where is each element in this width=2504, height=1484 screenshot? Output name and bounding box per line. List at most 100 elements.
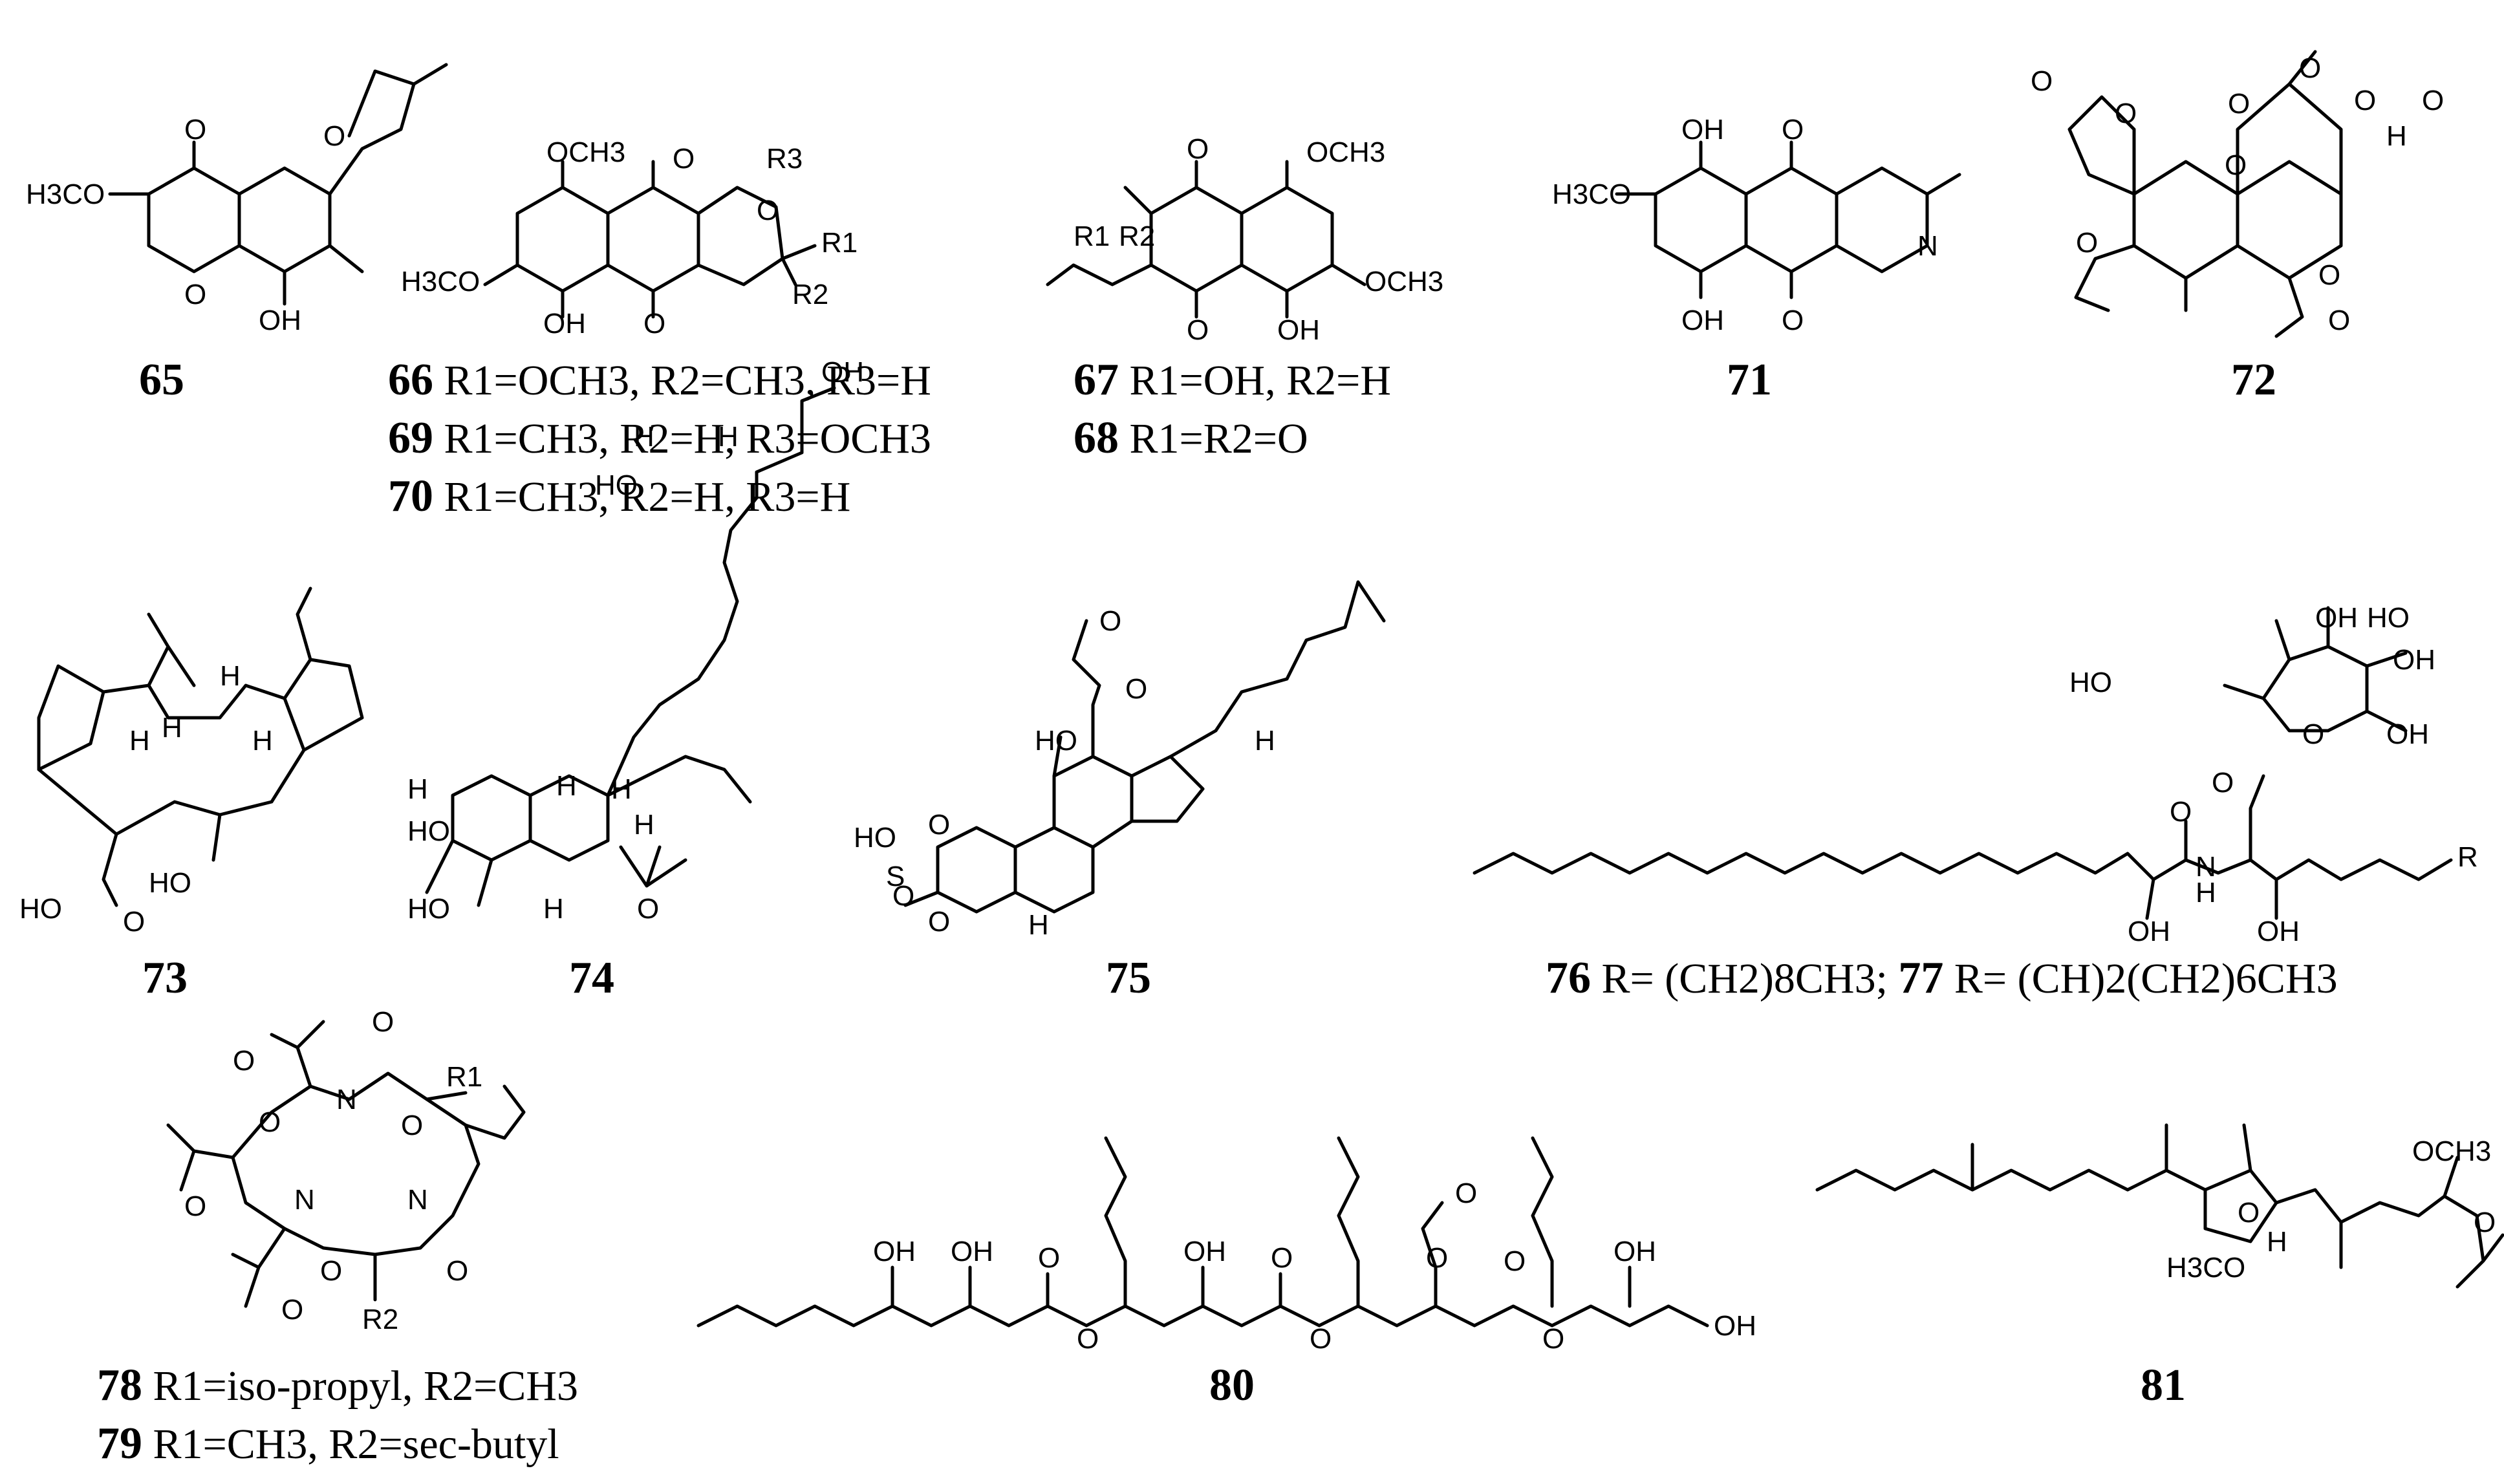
compound-71: OH O H3CO N OH O 71	[1552, 114, 1961, 405]
atom-label: O	[1038, 1242, 1060, 1274]
atom-label: O	[2076, 227, 2098, 259]
compound-66: OCH3 O R3 O R1 R2 H3CO OH O 66 R1=OCH3, …	[388, 136, 931, 521]
atom-label: H	[220, 660, 241, 692]
atom-label: HO	[2069, 667, 2112, 698]
compound-number: 75	[1106, 953, 1151, 1003]
atom-label: HO	[407, 893, 450, 925]
compound-number: 73	[142, 953, 188, 1003]
atom-label: OH	[873, 1236, 916, 1267]
atom-label: H	[611, 773, 632, 805]
atom-label: O	[2115, 98, 2137, 129]
caption-line: 78 R1=iso-propyl, R2=CH3	[97, 1360, 578, 1410]
atom-label: O	[184, 114, 206, 145]
atom-label: H	[2386, 120, 2407, 152]
atom-label: O	[1271, 1242, 1293, 1274]
atom-label: O	[1187, 133, 1209, 165]
compound-81: O H H3CO OCH3 O 81	[1815, 1123, 2504, 1410]
atom-label: OCH3	[1306, 136, 1385, 168]
compound-78: O N O R1 O O O N N O O O R2 78 R1=iso-pr…	[97, 1006, 578, 1468]
atom-label: O	[401, 1110, 423, 1141]
atom-label: O	[2170, 796, 2192, 828]
atom-label: O	[1077, 1323, 1099, 1355]
atom-label: OCH3	[2412, 1135, 2491, 1167]
compound-73: H H H H HO HO O 73	[19, 586, 364, 1003]
atom-label: R1	[1074, 220, 1110, 252]
atom-label: O	[673, 143, 695, 175]
atom-label: O	[1426, 1242, 1448, 1274]
compound-80: OH OH O O OH O O O O O OH O OH 80	[696, 1136, 1756, 1410]
atom-label: OH	[1183, 1236, 1226, 1267]
atom-label: H	[1028, 909, 1049, 941]
atom-label: H	[2196, 877, 2216, 909]
compound-number: 81	[2141, 1360, 2186, 1410]
compound-number: 65	[139, 355, 184, 405]
atom-label: O	[2354, 85, 2376, 116]
atom-label: HO	[595, 469, 638, 501]
atom-label: O	[2228, 88, 2250, 120]
atom-label: O	[757, 195, 779, 226]
atom-label: O	[928, 809, 950, 841]
atom-label: OH	[1681, 114, 1724, 145]
atom-label: OH	[2393, 644, 2435, 676]
caption-line: 69 R1=CH3, R2=H, R3=OCH3	[388, 413, 931, 463]
atom-label: OH	[2257, 916, 2300, 947]
atom-label: O	[2328, 305, 2350, 336]
compound-74: OH H HO H H H HO H H HO H O 74	[407, 356, 864, 1003]
compound-number: 71	[1727, 355, 1772, 405]
atom-label: R2	[792, 279, 828, 310]
atom-label: HO	[19, 893, 62, 925]
atom-label: O	[1455, 1178, 1477, 1209]
atom-label: O	[1504, 1245, 1526, 1277]
atom-label: H	[252, 725, 273, 757]
atom-label: O	[892, 880, 914, 912]
atom-label: H	[162, 712, 182, 744]
atom-label: HO	[149, 867, 191, 899]
atom-label: N	[336, 1084, 357, 1115]
atom-label: OH	[1714, 1310, 1756, 1342]
atom-label: N	[1917, 230, 1938, 262]
atom-label: H3CO	[1552, 178, 1631, 210]
compound-76: HO OH OH HO O OH O O N H OH OH R 76 R= (…	[1473, 602, 2478, 1003]
atom-label: N	[294, 1184, 315, 1216]
atom-label: O	[2238, 1197, 2260, 1229]
atom-label: HO	[854, 822, 896, 854]
atom-label: N	[2196, 851, 2216, 883]
atom-label: H	[556, 770, 577, 802]
atom-label: R1	[446, 1061, 482, 1093]
atom-label: HO	[1035, 725, 1077, 757]
atom-label: R	[2457, 841, 2478, 873]
atom-label: O	[1782, 305, 1804, 336]
atom-label: OCH3	[546, 136, 625, 168]
atom-label: O	[1542, 1323, 1564, 1355]
atom-label: O	[2474, 1207, 2496, 1238]
atom-label: O	[233, 1045, 255, 1077]
atom-label: S	[886, 861, 905, 892]
atom-label: OH	[543, 308, 586, 339]
compound-67: O OCH3 R1 R2 OCH3 O OH 67 R1=OH, R2=H 68…	[1046, 133, 1443, 463]
atom-label: O	[1782, 114, 1804, 145]
atom-label: O	[1099, 605, 1121, 637]
atom-label: R2	[362, 1304, 398, 1335]
caption-line: 67 R1=OH, R2=H	[1074, 355, 1391, 405]
atom-label: HO	[407, 815, 450, 847]
atom-label: O	[123, 906, 145, 938]
atom-label: R2	[1119, 220, 1155, 252]
compound-number: 80	[1209, 1360, 1255, 1410]
caption-line: 68 R1=R2=O	[1074, 413, 1308, 463]
atom-label: H	[634, 809, 654, 841]
atom-label: OH	[259, 305, 301, 336]
caption-line: 66 R1=OCH3, R2=CH3, R3=H	[388, 355, 931, 405]
atom-label: O	[928, 906, 950, 938]
atom-label: O	[2318, 259, 2340, 291]
atom-label: OH	[1614, 1236, 1656, 1267]
atom-label: H	[543, 893, 564, 925]
atom-label: H	[634, 421, 654, 453]
atom-label: R1	[821, 227, 858, 259]
atom-label: O	[372, 1006, 394, 1038]
atom-label: O	[2299, 52, 2321, 84]
compound-number: 72	[2231, 355, 2276, 405]
atom-label: OH	[1681, 305, 1724, 336]
atom-label: OH	[951, 1236, 993, 1267]
atom-label: N	[407, 1184, 428, 1216]
